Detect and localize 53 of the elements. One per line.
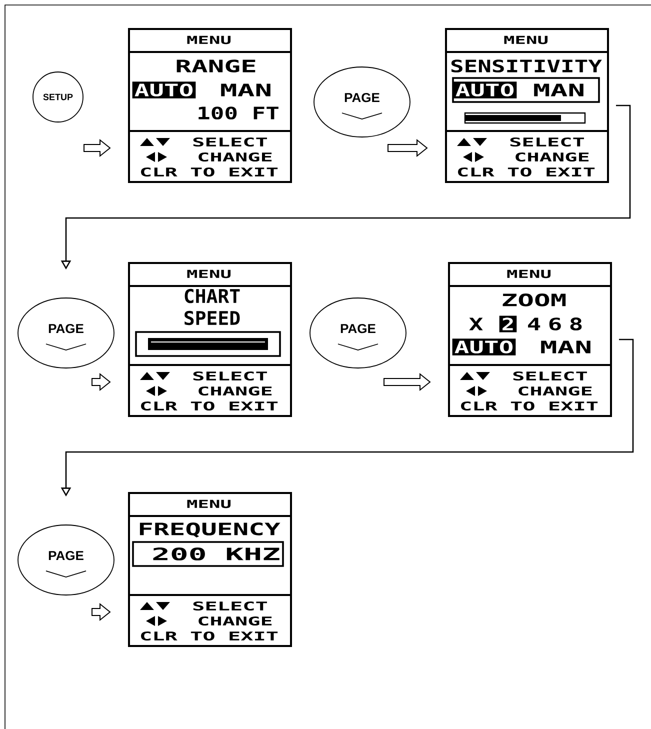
menu-title: MENU (504, 36, 548, 44)
setting-name: CHART SPEED (184, 288, 240, 326)
hint-text: CHANGE (516, 152, 589, 162)
selected-option: AUTO (132, 82, 196, 98)
selected-option: 2 (499, 316, 517, 332)
menu-title: MENU (187, 36, 231, 44)
page-button: PAGE (18, 524, 114, 596)
hint-text: SELECT (510, 137, 584, 147)
hint-text: SELECT (193, 601, 267, 611)
hint-text: CLR TO EXIT (461, 401, 598, 411)
arrow (92, 602, 111, 622)
menu-screen (128, 492, 292, 647)
hint-text: CHANGE (198, 386, 272, 396)
option-text: MAN (221, 84, 270, 96)
selected-option: AUTO (453, 82, 517, 98)
hint-text: CHANGE (198, 616, 272, 626)
arrow (388, 138, 428, 158)
selected-option: AUTO (452, 338, 516, 356)
menu-screen (128, 28, 292, 183)
menu-screen (448, 262, 612, 417)
setup-button: SETUP (32, 72, 84, 122)
setting-name: FREQUENCY (140, 522, 280, 538)
value-text: 100 FT (198, 106, 278, 120)
option-text: MAN (541, 340, 590, 354)
menu-title: MENU (507, 270, 551, 278)
hint-text: SELECT (193, 137, 267, 147)
hint-text: CLR TO EXIT (458, 167, 595, 177)
hint-text: CLR TO EXIT (141, 167, 278, 177)
hint-text: CHANGE (518, 386, 592, 396)
page-button: PAGE (314, 66, 410, 138)
option-text: 4 (528, 318, 540, 330)
menu-screen (128, 262, 292, 417)
option-text: MAN (534, 84, 584, 96)
arrow (92, 372, 111, 392)
setting-name: SENSITIVITY (451, 60, 602, 72)
option-text: 6 (549, 318, 561, 330)
hint-text: SELECT (513, 371, 587, 381)
hint-text: SELECT (193, 371, 267, 381)
hint-text: CLR TO EXIT (141, 631, 278, 641)
hint-text: CHANGE (198, 152, 272, 162)
option-text: X (469, 318, 483, 330)
setting-name: ZOOM (502, 294, 566, 306)
page-button: PAGE (310, 298, 406, 368)
menu-screen (445, 28, 609, 183)
option-text: 8 (570, 318, 582, 330)
arrow (384, 372, 431, 392)
menu-title: MENU (187, 500, 231, 508)
arrow (84, 138, 111, 158)
setting-name: RANGE (176, 60, 256, 72)
page-button: PAGE (18, 298, 114, 368)
menu-title: MENU (187, 270, 231, 278)
value-text: 200 KHZ (153, 548, 280, 560)
hint-text: CLR TO EXIT (141, 401, 278, 411)
